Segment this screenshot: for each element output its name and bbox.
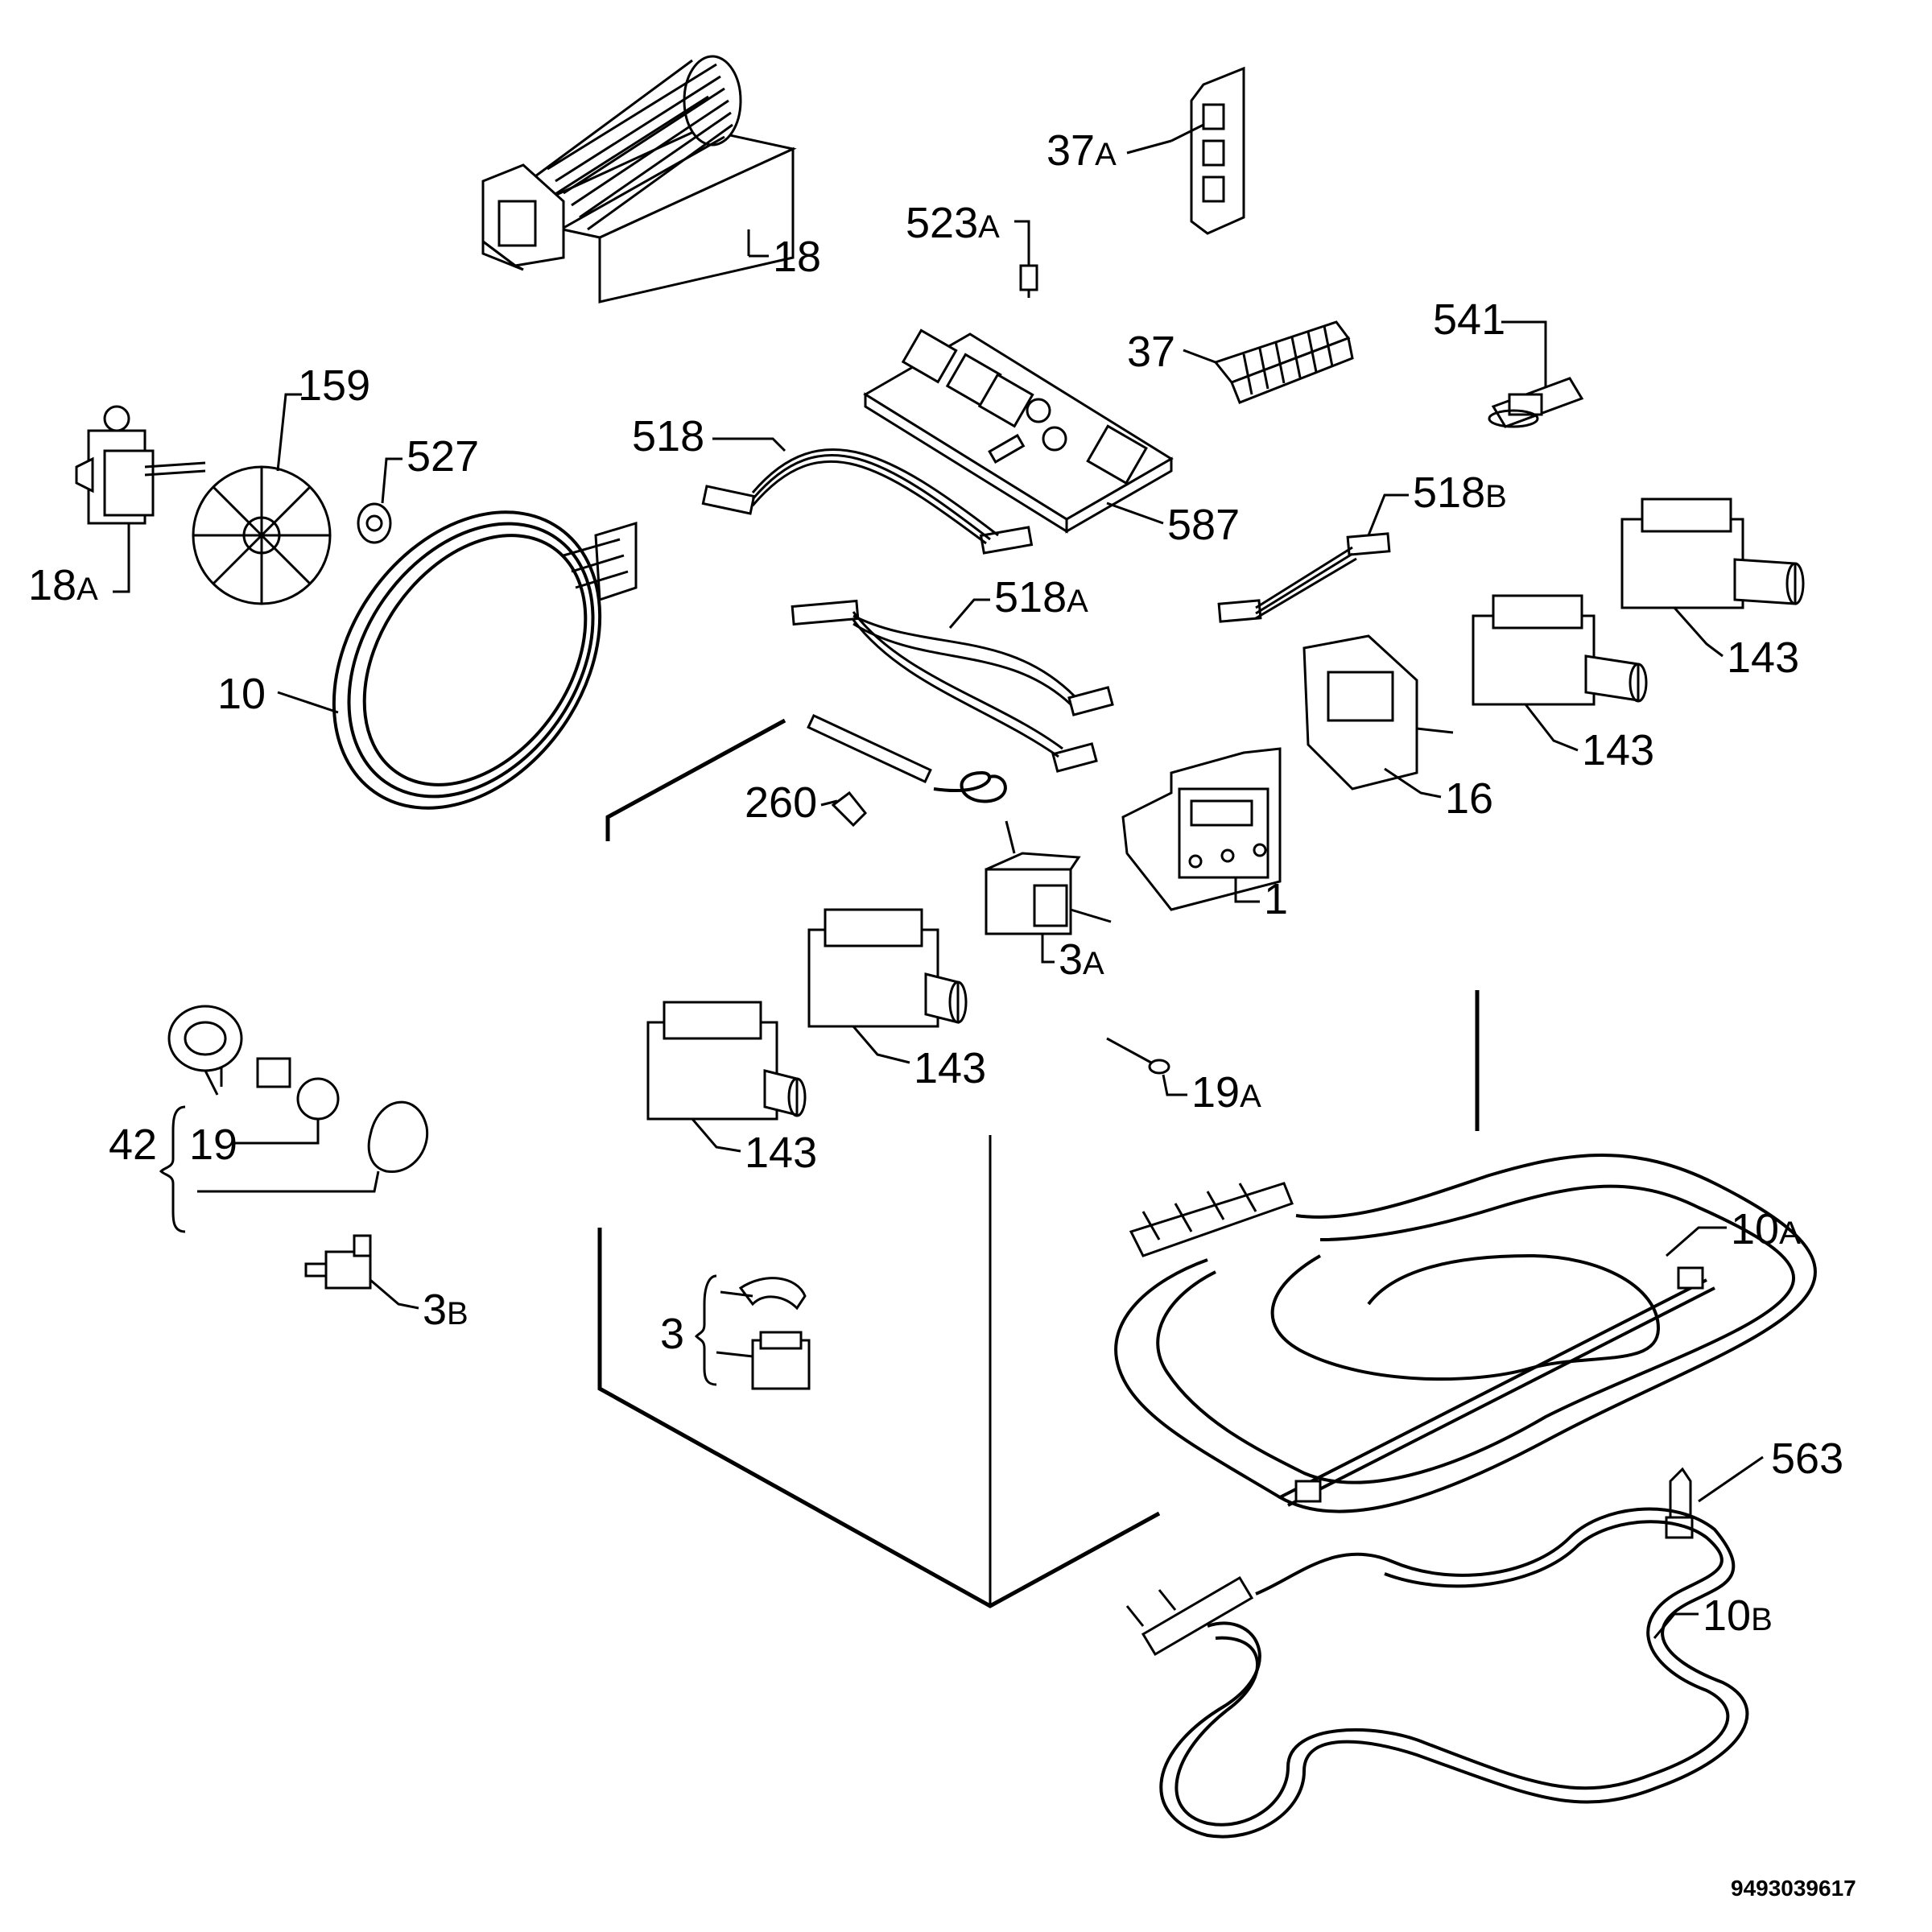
callout-3b: 3B [423, 1286, 469, 1334]
callout-10: 10 [217, 670, 266, 718]
door-switch [1488, 320, 1584, 428]
callout-541: 541 [1433, 295, 1505, 344]
small-connector [1014, 220, 1038, 298]
rotary-switch-center-upper [807, 908, 968, 1064]
oven-lamp-assembly [159, 1005, 429, 1233]
electronic-timer [1121, 747, 1282, 911]
callout-19: 19 [189, 1121, 237, 1169]
circular-heating-element [277, 510, 638, 810]
callout-10a: 10A [1731, 1205, 1801, 1253]
sensor-clip [820, 791, 868, 828]
terminal-block-vertical [1170, 66, 1245, 235]
thermostat-with-capillary [807, 713, 1112, 964]
terminal-block-horizontal [1183, 320, 1354, 404]
callout-518b: 518B [1413, 469, 1507, 517]
callout-563: 563 [1771, 1435, 1843, 1483]
callout-18a: 18A [28, 561, 98, 609]
wire-harness-518a [791, 598, 1114, 773]
thermostat-parts [694, 1274, 811, 1390]
callout-3a: 3A [1059, 935, 1104, 984]
rotary-switch-middle-right [1472, 594, 1648, 752]
oven-cavity-outline [597, 718, 1480, 1608]
wire-harness-518b [1217, 493, 1409, 623]
callout-19a: 19A [1191, 1068, 1261, 1117]
control-pcb [863, 328, 1174, 534]
wire-harness-518 [701, 437, 1034, 555]
callout-3: 3 [660, 1310, 684, 1358]
fan-blade [192, 393, 332, 605]
selector-switch [1302, 634, 1454, 799]
callout-42: 42 [109, 1121, 157, 1169]
callout-159: 159 [298, 361, 370, 410]
callout-518a: 518A [994, 573, 1088, 621]
fan-nut [357, 457, 402, 544]
grill-heating-element [1114, 1154, 1817, 1513]
callout-143-center-lower: 143 [745, 1129, 817, 1177]
callout-587: 587 [1167, 501, 1240, 549]
callout-37: 37 [1127, 328, 1175, 376]
callout-143-center-upper: 143 [914, 1044, 986, 1092]
callout-10b: 10B [1703, 1591, 1773, 1640]
callout-16: 16 [1445, 774, 1493, 823]
callout-523a: 523A [906, 199, 1000, 247]
tangential-fan [481, 55, 797, 303]
lamp-wire-connector [1106, 1037, 1187, 1096]
callout-18: 18 [773, 233, 821, 281]
bottom-heating-element [1125, 1507, 1749, 1839]
thermal-cutout [304, 1234, 419, 1310]
document-number: 9493039617 [1731, 1876, 1856, 1901]
callout-143-upper-right: 143 [1727, 634, 1799, 682]
callout-260: 260 [745, 778, 817, 827]
callout-1: 1 [1264, 875, 1288, 923]
fan-motor [75, 405, 206, 593]
rotary-switch-center-lower [646, 1001, 807, 1153]
callout-143-middle-right: 143 [1582, 726, 1654, 774]
rotary-switch-upper-right [1620, 497, 1805, 658]
callout-527: 527 [407, 432, 479, 481]
callout-37a: 37A [1046, 126, 1117, 175]
callout-518: 518 [632, 412, 704, 460]
mounting-screw [1665, 1455, 1764, 1539]
